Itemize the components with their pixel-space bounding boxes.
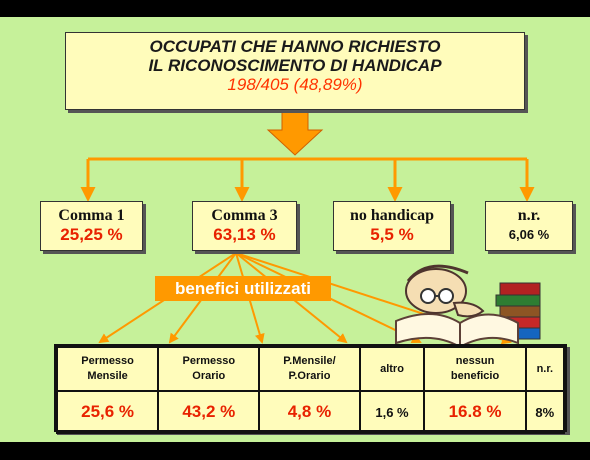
benefici-label: benefici utilizzati — [155, 276, 331, 301]
slide: OCCUPATI CHE HANNO RICHIESTO IL RICONOSC… — [0, 17, 590, 442]
benefit-header-altro: altro — [358, 346, 426, 392]
category-comma1-box: Comma 1 25,25 % — [40, 201, 143, 251]
category-name: Comma 1 — [58, 207, 125, 224]
benefit-value-permesso-orario: 43,2 % — [157, 390, 261, 434]
benefit-header-nr: n.r. — [524, 346, 566, 392]
benefit-value-nr: 8% — [524, 390, 566, 434]
title-line-2: IL RICONOSCIMENTO DI HANDICAP — [148, 56, 442, 75]
category-value: 5,5 % — [370, 225, 414, 244]
benefit-header-pmensile-porario: P.Mensile/P.Orario — [258, 346, 361, 392]
benefit-value-nessun-beneficio: 16.8 % — [423, 390, 527, 434]
reading-person-illustration — [395, 264, 541, 349]
title-stat: 198/405 (48,89%) — [227, 75, 363, 94]
category-value: 63,13 % — [213, 225, 276, 244]
benefit-value-altro: 1,6 % — [358, 390, 426, 434]
category-value: 25,25 % — [60, 225, 123, 244]
category-name: no handicap — [349, 207, 435, 224]
benefit-value-permesso-mensile: 25,6 % — [55, 390, 160, 434]
main-down-arrow — [266, 109, 324, 156]
benefits-value-row: 25,6 % 43,2 % 4,8 % 1,6 % 16.8 % 8% — [55, 390, 566, 434]
title-box: OCCUPATI CHE HANNO RICHIESTO IL RICONOSC… — [65, 32, 525, 110]
category-nr-box: n.r. 6,06 % — [485, 201, 573, 251]
benefit-value-pmensile-porario: 4,8 % — [258, 390, 361, 434]
category-name: n.r. — [517, 207, 541, 224]
title-line-1: OCCUPATI CHE HANNO RICHIESTO — [149, 37, 441, 56]
category-nohandicap-box: no handicap 5,5 % — [333, 201, 451, 251]
category-name: Comma 3 — [211, 207, 278, 224]
category-value: 6,06 % — [508, 227, 550, 242]
category-comma3-box: Comma 3 63,13 % — [192, 201, 297, 251]
